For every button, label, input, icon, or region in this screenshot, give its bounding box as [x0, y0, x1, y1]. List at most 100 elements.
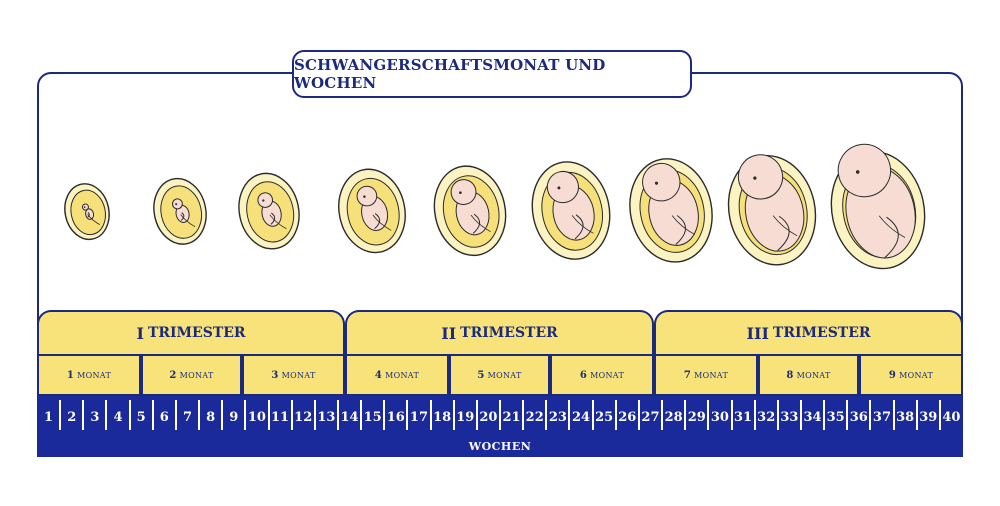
fetus-month-7-icon — [629, 158, 713, 263]
week-40: 40 — [942, 409, 961, 425]
week-30: 30 — [710, 409, 729, 425]
week-separator — [151, 400, 154, 430]
week-separator — [475, 400, 478, 430]
week-separator — [846, 400, 849, 430]
page-title: SCHWANGERSCHAFTSMONAT UND WOCHEN — [294, 56, 606, 92]
week-separator — [568, 400, 571, 430]
title-box: SCHWANGERSCHAFTSMONAT UND WOCHEN — [292, 50, 692, 98]
week-38: 38 — [896, 409, 915, 425]
trimester-1: I TRIMESTER — [37, 310, 345, 354]
fetus-month-4-icon — [338, 168, 406, 254]
week-separator — [290, 400, 293, 430]
month-5-number: 5 — [477, 369, 485, 381]
month-2-label: MONAT — [179, 370, 214, 380]
week-separator — [128, 400, 131, 430]
week-separator — [684, 400, 687, 430]
week-24: 24 — [571, 409, 591, 425]
weeks-label: WOCHEN — [468, 440, 532, 453]
week-11: 11 — [271, 409, 290, 425]
fetus-month-9-icon — [830, 143, 926, 270]
trimester-2-label: TRIMESTER — [460, 325, 558, 341]
week-32: 32 — [757, 409, 776, 425]
week-34: 34 — [803, 409, 822, 425]
fetus-month-2-icon — [153, 177, 207, 245]
week-12: 12 — [294, 409, 313, 425]
week-2: 2 — [67, 409, 77, 425]
week-separator — [892, 400, 895, 430]
week-20: 20 — [479, 409, 498, 425]
month-6-label: MONAT — [590, 370, 625, 380]
week-25: 25 — [595, 409, 614, 425]
trimester-3: III TRIMESTER — [654, 310, 963, 354]
fetus-illustrations — [64, 143, 926, 270]
week-9: 9 — [229, 409, 239, 425]
fetus-month-6-icon — [531, 161, 611, 260]
week-29: 29 — [687, 409, 706, 425]
week-separator — [591, 400, 594, 430]
week-22: 22 — [525, 409, 544, 425]
month-4-label: MONAT — [385, 370, 420, 380]
week-separator — [174, 400, 177, 430]
week-separator — [637, 400, 640, 430]
trimester-3-label: TRIMESTER — [772, 325, 871, 341]
week-10: 10 — [247, 409, 266, 425]
week-4: 4 — [113, 409, 123, 425]
trimester-1-label: TRIMESTER — [147, 325, 246, 341]
week-separator — [336, 400, 339, 430]
fetus-month-8-icon — [727, 154, 817, 266]
month-8-number: 8 — [786, 369, 794, 381]
trimester-1-roman: I — [136, 323, 144, 343]
week-8: 8 — [206, 409, 216, 425]
week-23: 23 — [548, 409, 567, 425]
month-1-label: MONAT — [77, 370, 112, 380]
week-separator — [938, 400, 941, 430]
trimester-2: II TRIMESTER — [345, 310, 654, 354]
week-separator — [776, 400, 779, 430]
month-9-number: 9 — [888, 369, 897, 381]
month-2-number: 2 — [169, 369, 177, 381]
week-separator — [661, 400, 664, 430]
week-separator — [707, 400, 710, 430]
week-35: 35 — [826, 409, 845, 425]
week-separator — [429, 400, 432, 430]
week-13: 13 — [317, 409, 336, 425]
fetus-month-1-icon — [64, 183, 110, 241]
week-separator — [198, 400, 201, 430]
week-separator — [753, 400, 756, 430]
month-1-number: 1 — [66, 369, 75, 381]
week-separator — [244, 400, 247, 430]
week-separator — [869, 400, 872, 430]
week-14: 14 — [340, 409, 359, 425]
week-separator — [360, 400, 363, 430]
week-separator — [59, 400, 62, 430]
week-separator — [267, 400, 270, 430]
week-separator — [499, 400, 501, 430]
week-separator — [545, 400, 548, 430]
week-separator — [221, 400, 224, 430]
month-7-label: MONAT — [694, 370, 729, 380]
week-39: 39 — [919, 409, 938, 425]
month-5-label: MONAT — [487, 370, 522, 380]
week-7: 7 — [182, 409, 192, 425]
week-separator — [383, 400, 386, 430]
week-1: 1 — [44, 409, 54, 425]
week-5: 5 — [136, 409, 146, 425]
month-3-number: 3 — [271, 369, 279, 381]
week-separator — [915, 400, 918, 430]
month-7-number: 7 — [683, 369, 692, 381]
week-separator — [406, 400, 409, 430]
fetus-month-3-icon — [238, 172, 300, 250]
week-17: 17 — [409, 409, 428, 425]
week-separator — [799, 400, 802, 430]
month-3-label: MONAT — [281, 370, 316, 380]
